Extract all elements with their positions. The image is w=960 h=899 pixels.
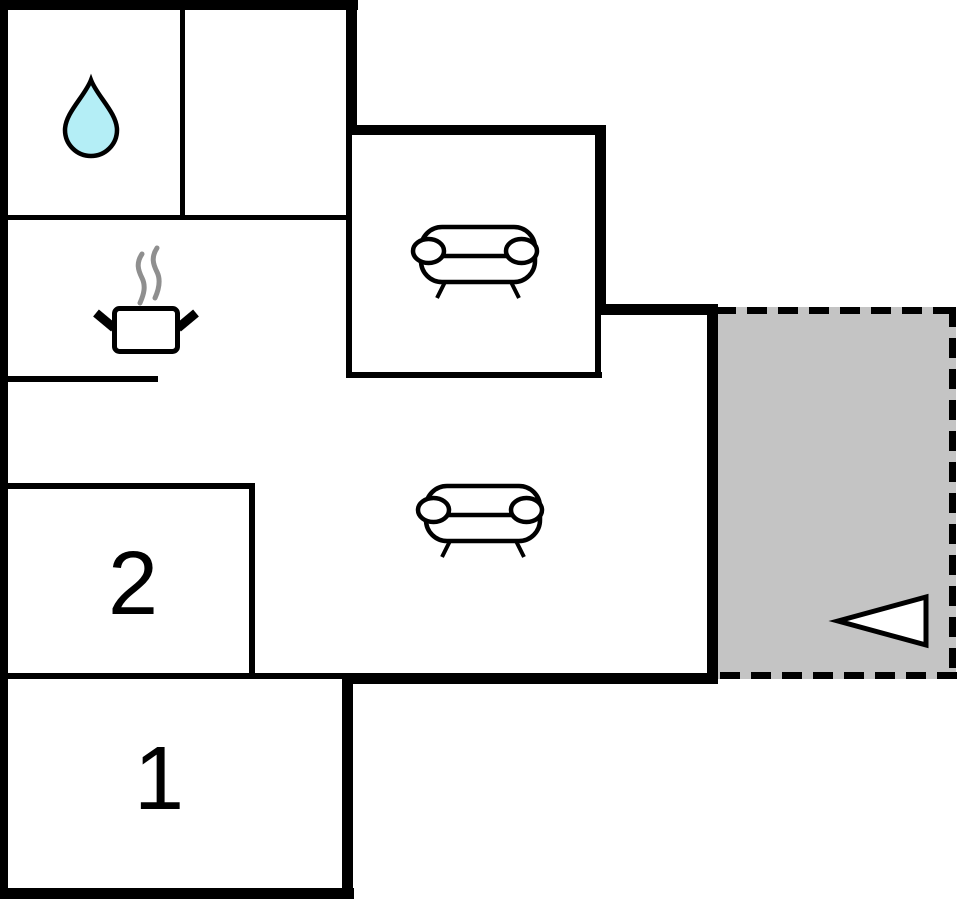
- wall-upper-right-vertical: [346, 0, 357, 135]
- wall-bedroom2-right: [249, 483, 255, 679]
- water-drop-icon: [62, 73, 120, 159]
- terrace-dashed-border: [716, 307, 957, 679]
- steam-line-left: [135, 251, 147, 306]
- wall-top: [0, 0, 358, 10]
- steam-line-right: [150, 245, 162, 301]
- steam-icon: [135, 245, 162, 306]
- wall-bedroom1-top: [0, 673, 348, 679]
- wall-sitting-room-right-lower: [595, 310, 601, 378]
- wall-bathroom-divider: [180, 0, 185, 220]
- wall-living-bottom: [342, 673, 718, 684]
- bedroom-2-label: 2: [108, 534, 158, 634]
- wall-upper-cross: [0, 215, 352, 220]
- wall-sitting-room-bottom: [346, 372, 602, 378]
- wall-bottom: [0, 888, 354, 899]
- pot-handle-left: [93, 309, 117, 332]
- wall-bedroom1-right: [342, 673, 353, 899]
- cooking-pot-icon: [93, 306, 199, 354]
- bedroom-1-label: 1: [134, 729, 184, 829]
- wall-kitchen-stub: [0, 376, 158, 382]
- wall-sitting-room-left: [346, 130, 352, 378]
- pot-handle-right: [175, 309, 199, 332]
- wall-left: [0, 0, 8, 899]
- wall-sitting-room-right: [595, 125, 606, 315]
- wall-terrace-left: [707, 304, 718, 684]
- entrance-arrow-icon: [828, 593, 929, 649]
- wall-terrace-link: [595, 304, 718, 315]
- walls: [0, 0, 718, 899]
- pot-body: [112, 306, 180, 354]
- terrace-area: [713, 307, 957, 679]
- wall-sitting-room-top: [346, 125, 606, 135]
- wall-bedroom2-top: [3, 483, 255, 489]
